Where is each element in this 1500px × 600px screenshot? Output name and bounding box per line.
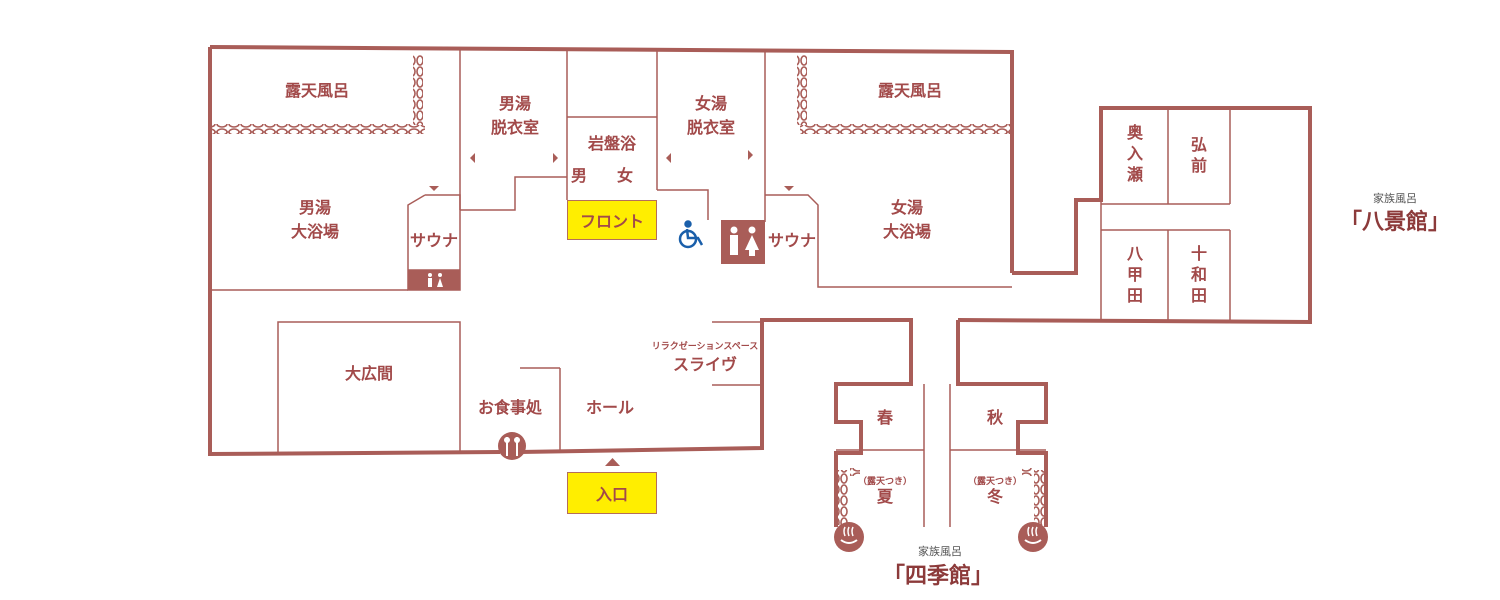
family-bath-room-spring: 春 (876, 408, 893, 427)
women-bath-line1: 女湯 (890, 198, 923, 217)
restaurant-label: お食事処 (477, 398, 542, 417)
hot-spring-icon (834, 522, 864, 552)
men-bath-line1: 男湯 (298, 198, 331, 217)
hall-label: ホール (585, 398, 634, 417)
room-char: 田 (1126, 286, 1143, 305)
front-desk: フロント (567, 200, 657, 240)
relaxation-space-sublabel: リラクゼーションスペース (651, 342, 759, 352)
room-char: 田 (1190, 286, 1207, 305)
room-char: 瀬 (1126, 165, 1143, 184)
relaxation-space-label: スライヴ (672, 355, 737, 374)
hakkeikan-title: 「八景館」 (1339, 210, 1450, 235)
men-changing-room-label: 男湯 脱衣室 (470, 92, 560, 140)
room-char: 弘 (1190, 135, 1207, 154)
men-bath-label: 男湯 大浴場 (270, 196, 360, 244)
restroom-icon (721, 220, 765, 264)
room-char: 前 (1190, 156, 1207, 175)
door-markers (429, 150, 794, 466)
winter-room-note: （露天つき） (967, 477, 1022, 487)
large-hall-label: 大広間 (344, 364, 393, 383)
family-bath-room-okuirase: 奥 入 瀬 (1120, 122, 1150, 185)
women-bath-line2: 大浴場 (882, 222, 931, 241)
women-changing-line1: 女湯 (694, 94, 727, 113)
family-bath-room-winter: 冬 (986, 487, 1003, 506)
rock-bath-men-label: 男 (570, 166, 587, 185)
rock-borders (212, 55, 1044, 525)
wheelchair-icon (678, 220, 704, 249)
men-changing-line1: 男湯 (498, 94, 531, 113)
room-char: 和 (1190, 265, 1207, 284)
main-building-walls (208, 45, 1312, 527)
hakkeikan-caption: 家族風呂 (1373, 192, 1417, 205)
room-char: 入 (1126, 144, 1143, 163)
restaurant-icon (498, 432, 526, 460)
men-changing-line2: 脱衣室 (490, 118, 539, 137)
outdoor-bath-men-label: 露天風呂 (284, 81, 349, 100)
room-char: 奥 (1126, 123, 1143, 142)
family-bath-room-hirosaki: 弘 前 (1184, 134, 1214, 176)
family-bath-room-towada: 十 和 田 (1184, 243, 1214, 306)
outdoor-bath-women-label: 露天風呂 (877, 81, 942, 100)
shikikan-title: 「四季館」 (882, 564, 993, 589)
room-char: 十 (1190, 244, 1207, 263)
summer-room-note: （露天つき） (857, 477, 912, 487)
rock-bath-women-label: 女 (616, 166, 633, 185)
men-bath-line2: 大浴場 (290, 222, 339, 241)
hot-spring-icon (1018, 522, 1048, 552)
entrance: 入口 (567, 472, 657, 514)
room-char: 八 (1126, 244, 1143, 263)
rock-bath-label: 岩盤浴 (587, 134, 636, 153)
women-changing-line2: 脱衣室 (686, 118, 735, 137)
room-char: 甲 (1126, 265, 1143, 284)
front-desk-label: フロント (579, 212, 644, 231)
entrance-label: 入口 (595, 485, 628, 504)
women-bath-label: 女湯 大浴場 (862, 196, 952, 244)
family-bath-room-hakkoda: 八 甲 田 (1120, 243, 1150, 306)
restroom-icon (408, 270, 460, 290)
sauna-men-label: サウナ (409, 231, 458, 250)
sauna-women-label: サウナ (767, 231, 816, 250)
family-bath-room-autumn: 秋 (986, 408, 1003, 427)
women-changing-room-label: 女湯 脱衣室 (666, 92, 756, 140)
shikikan-caption: 家族風呂 (918, 545, 962, 558)
family-bath-room-summer: 夏 (876, 487, 893, 506)
